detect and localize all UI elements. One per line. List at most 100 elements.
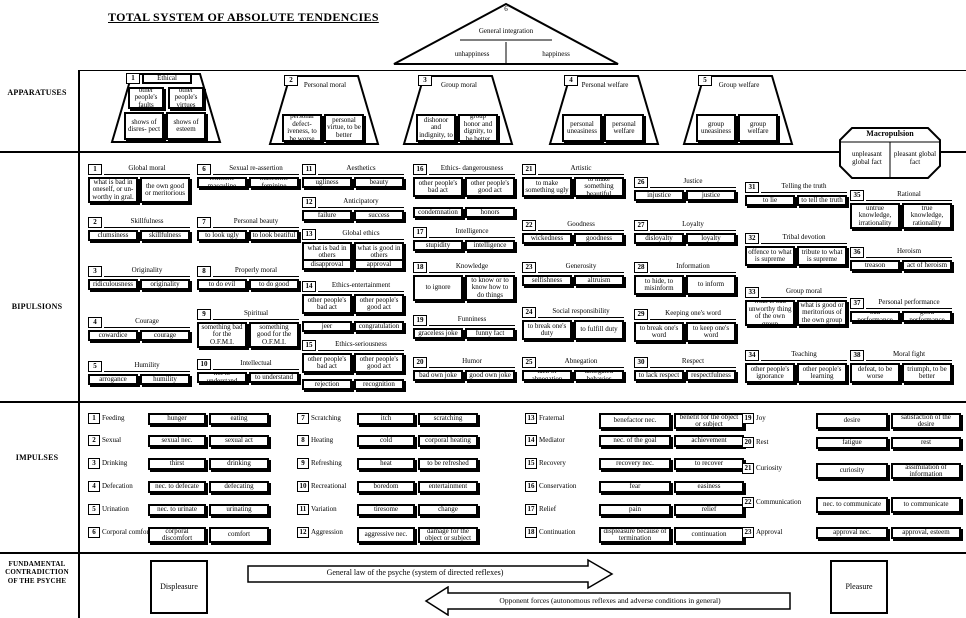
impulse-number: 20 bbox=[742, 437, 754, 448]
bipulsion-right: success bbox=[354, 210, 404, 221]
bipulsion-head: Group moral bbox=[761, 287, 847, 298]
integration-right: happiness bbox=[542, 50, 570, 58]
bipulsion-left: to look ugly bbox=[197, 230, 247, 241]
impulse-need: cold bbox=[357, 435, 415, 447]
bipulsion-head: Ethics- dangerousness bbox=[429, 164, 515, 175]
bipulsion-left: selfishness bbox=[522, 275, 572, 286]
bipulsion-left: untrue knowledge, irrationality bbox=[850, 203, 900, 229]
impulse-name: Continuation bbox=[538, 527, 596, 539]
impulse-name: Rest bbox=[755, 437, 813, 449]
label-impulses: IMPULSES bbox=[15, 453, 59, 462]
impulse-number: 9 bbox=[297, 458, 309, 469]
bipulsion-right: goodness bbox=[574, 233, 624, 244]
bipulsion-left: to do evil bbox=[197, 279, 247, 290]
divider-impulses bbox=[0, 552, 966, 554]
bipulsion-right: to inform bbox=[686, 275, 736, 295]
impulse-need: nec. to urinate bbox=[148, 504, 206, 516]
impulse-number: 4 bbox=[88, 481, 100, 492]
impulse-need: heat bbox=[357, 458, 415, 470]
bipulsion-number: 20 bbox=[413, 357, 427, 368]
bipulsion-left: condemnation bbox=[413, 207, 463, 218]
bipulsion-head: Justice bbox=[650, 177, 736, 188]
divider-bipulsions bbox=[0, 401, 966, 403]
bipulsion-right: intelligence bbox=[465, 240, 515, 251]
bipulsion-head: Humor bbox=[429, 357, 515, 368]
apparatus-cell-tr: other people's virtues bbox=[168, 87, 204, 109]
bipulsion-left: jeer bbox=[302, 321, 352, 332]
impulse-name: Heating bbox=[310, 435, 368, 447]
impulse-satisfaction: continuation bbox=[674, 527, 744, 543]
bipulsion-head: Respect bbox=[650, 357, 736, 368]
apparatus-head: Group moral bbox=[434, 77, 484, 95]
bipulsion-right: to keep one's word bbox=[686, 322, 736, 342]
integration-head: General integration bbox=[478, 27, 534, 35]
integration-triangle bbox=[393, 2, 619, 65]
apparatus-cell-br: personal welfare bbox=[604, 114, 644, 142]
impulse-need: itch bbox=[357, 413, 415, 425]
bipulsion-head: Telling the truth bbox=[761, 182, 847, 193]
apparatus-head: Personal welfare bbox=[580, 77, 630, 95]
bipulsion-number: 17 bbox=[413, 227, 427, 238]
impulse-satisfaction: to recover bbox=[674, 458, 744, 470]
bipulsion-head: Intelligence bbox=[429, 227, 515, 238]
impulse-satisfaction: eating bbox=[209, 413, 269, 425]
impulse-need: recovery nec. bbox=[599, 458, 671, 470]
impulse-satisfaction: approval, esteem bbox=[891, 527, 961, 539]
bipulsion-right: skillfulness bbox=[140, 230, 190, 241]
section-axis bbox=[78, 70, 80, 618]
bipulsion-number: 28 bbox=[634, 262, 648, 273]
bipulsion-head: Teaching bbox=[761, 350, 847, 361]
bipulsion-left: treason bbox=[850, 260, 900, 271]
impulse-satisfaction: change bbox=[418, 504, 478, 516]
bipulsion-left: failure bbox=[302, 210, 352, 221]
bipulsion-number: 7 bbox=[197, 217, 211, 228]
impulse-need: displeasure because of termination bbox=[599, 527, 671, 543]
bipulsion-head: Spiritual bbox=[213, 309, 299, 320]
bipulsion-number: 1 bbox=[88, 164, 102, 175]
impulse-need: nec. to defecate bbox=[148, 481, 206, 493]
impulse-satisfaction: to be refreshed bbox=[418, 458, 478, 470]
impulse-name: Curiosity bbox=[755, 463, 813, 475]
label-bipulsions: BIPULSIONS bbox=[11, 302, 63, 311]
apparatus-number: 5 bbox=[698, 75, 712, 86]
bipulsion-head: Generosity bbox=[538, 262, 624, 273]
apparatus-head: Personal moral bbox=[300, 77, 350, 95]
impulse-number: 19 bbox=[742, 413, 754, 424]
impulse-number: 14 bbox=[525, 435, 537, 446]
impulse-number: 2 bbox=[88, 435, 100, 446]
impulse-satisfaction: assimilation of information bbox=[891, 463, 961, 479]
bipulsion-left: bad performance bbox=[850, 311, 900, 322]
divider-apparatuses bbox=[0, 151, 966, 153]
bipulsion-right: courage bbox=[140, 330, 190, 341]
bipulsion-right: other people's good act bbox=[465, 177, 515, 197]
apparatus-cell-bl: shows of disres- pect bbox=[124, 112, 164, 140]
impulse-number: 17 bbox=[525, 504, 537, 515]
impulse-number: 7 bbox=[297, 413, 309, 424]
bipulsion-number: 11 bbox=[302, 164, 316, 175]
bipulsion-right: recognition bbox=[354, 379, 404, 390]
integration-number: 6 bbox=[504, 5, 508, 13]
impulse-need: corporal discomfort bbox=[148, 527, 206, 543]
bipulsion-left: other people's bad act bbox=[302, 353, 352, 373]
general-law-label: General law of the psyche (system of dir… bbox=[326, 568, 504, 577]
bipulsion-number: 13 bbox=[302, 229, 316, 240]
bipulsion-right: approval bbox=[354, 259, 404, 270]
bipulsion-head: Global moral bbox=[104, 164, 190, 175]
impulse-need: approval nec. bbox=[816, 527, 888, 539]
bipulsion-head: Ethics-seriousness bbox=[318, 340, 404, 351]
apparatus-cell-bl: personal uneasiness bbox=[562, 114, 602, 142]
bipulsion-head: Personal performance bbox=[866, 298, 952, 309]
bipulsion-left: offence to what is supreme bbox=[745, 246, 795, 266]
bipulsion-left: what is bad in oneself, or un- worthy in… bbox=[88, 177, 138, 203]
impulse-satisfaction: drinking bbox=[209, 458, 269, 470]
apparatus-cell-bl: personal defect- iveness, to be worse bbox=[282, 114, 322, 142]
impulse-need: desire bbox=[816, 413, 888, 429]
impulse-name: Corporal comfort bbox=[101, 527, 159, 539]
apparatus-number: 1 bbox=[126, 73, 140, 84]
impulse-need: nec. to communicate bbox=[816, 497, 888, 513]
bipulsion-head: Abnegation bbox=[538, 357, 624, 368]
bipulsion-number: 12 bbox=[302, 197, 316, 208]
impulse-number: 13 bbox=[525, 413, 537, 424]
displeasure-box: Displeasure bbox=[150, 560, 208, 614]
impulse-name: Sexual bbox=[101, 435, 159, 447]
